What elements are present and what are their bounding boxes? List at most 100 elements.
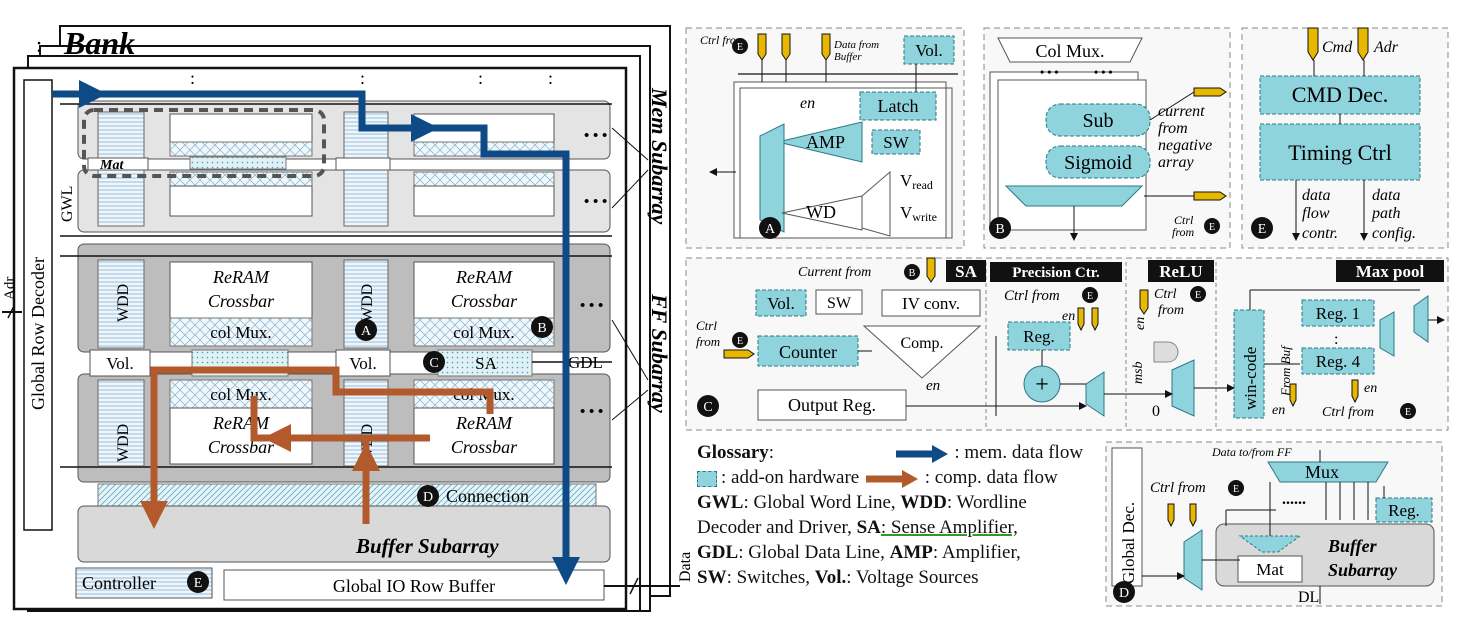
c-ctrl-from-p: Ctrl from — [1004, 288, 1060, 304]
col-vdots-3: : — [478, 68, 483, 88]
glossary: Glossary: : mem. data flow : add-on hard… — [697, 440, 1102, 590]
comp-flow-arrow-icon — [865, 469, 918, 488]
c-relu-en: en — [1133, 317, 1148, 330]
col-vdots-4: : — [548, 68, 553, 88]
c-ctrl: Ctrl — [696, 318, 717, 333]
d-mux: Mux — [1305, 462, 1339, 482]
addon-hardware-swatch — [697, 470, 717, 487]
c-en-p: en — [1062, 309, 1075, 324]
svg-text:E: E — [1405, 407, 1411, 418]
d-buffer: Buffer — [1327, 536, 1378, 556]
c-iv-conv: IV conv. — [902, 294, 960, 313]
svg-text:E: E — [194, 576, 203, 591]
a-data-from-1: Data from — [833, 39, 879, 51]
crossbar-4: Crossbar — [451, 437, 518, 457]
marker-e-c4: E — [1400, 403, 1416, 419]
data-label: Data — [677, 552, 694, 582]
d-dl: DL — [1298, 589, 1319, 606]
marker-c-bank: C — [423, 351, 445, 373]
col-mux-3: col Mux. — [210, 385, 271, 404]
glossary-sw-val: : Switches, — [726, 567, 815, 588]
marker-c: C — [697, 395, 719, 417]
global-io-label: Global IO Row Buffer — [333, 576, 495, 596]
glossary-vol-key: Vol. — [814, 567, 847, 588]
glossary-amp-key: AMP — [889, 542, 933, 563]
b-from: from — [1172, 225, 1195, 239]
glossary-title: Glossary — [697, 442, 769, 463]
b-current-2: from — [1158, 120, 1188, 137]
reram-2: ReRAM — [455, 267, 513, 287]
mem-flow-arrow-icon — [895, 444, 948, 463]
glossary-gwl-key: GWL — [697, 492, 744, 513]
controller-box — [75, 567, 213, 599]
c-vol: Vol. — [767, 294, 795, 313]
c-sa-tag: SA — [955, 262, 977, 281]
c-current-from: Current from — [798, 265, 871, 280]
e-config: config. — [1372, 225, 1416, 242]
a-amp: AMP — [806, 132, 845, 152]
b-current-3: negative — [1158, 137, 1212, 154]
marker-e-d: E — [1228, 480, 1244, 496]
svg-text:E: E — [1087, 291, 1093, 302]
bank-title: Bank — [63, 25, 135, 61]
mem-subarray-label: Mem Subarray — [647, 87, 672, 225]
marker-b: B — [989, 217, 1011, 239]
c-sw: SW — [827, 295, 852, 312]
glossary-sa-key: SA — [856, 517, 881, 538]
svg-text:C: C — [703, 400, 712, 415]
svg-text:D: D — [1119, 586, 1129, 601]
panel-e — [1241, 27, 1449, 249]
ellipsis-mem1: • • • — [584, 128, 607, 144]
adr-label: Adr — [2, 277, 18, 300]
svg-text:E: E — [1233, 484, 1239, 495]
controller-label: Controller — [82, 573, 156, 593]
vol-2: Vol. — [349, 354, 377, 373]
a-wd: WD — [806, 202, 836, 222]
ff-subarray — [60, 243, 612, 483]
a-vol: Vol. — [915, 41, 943, 60]
marker-e-b: E — [1204, 218, 1220, 234]
c-en: en — [926, 378, 940, 394]
e-contr: contr. — [1302, 225, 1338, 242]
glossary-addon: : add-on hardware — [721, 467, 860, 488]
glossary-gwl-val: : Global Word Line, — [743, 492, 901, 513]
gwl-label: GWL — [59, 186, 76, 222]
col-mux-1: col Mux. — [210, 323, 271, 342]
ff-subarray-label: FF Subarray — [647, 293, 672, 413]
glossary-wdd-key: WDD — [900, 492, 947, 513]
d-ctrl-from: Ctrl from — [1150, 480, 1206, 496]
marker-d: D — [1113, 581, 1135, 603]
panel-a — [685, 27, 965, 249]
d-data-ff: Data to/from FF — [1211, 445, 1292, 459]
global-row-decoder-label: Global Row Decoder — [28, 257, 48, 410]
panel-b — [983, 27, 1231, 249]
gdl-label: GDL — [568, 353, 603, 372]
c-from: from — [696, 334, 720, 349]
svg-text:D: D — [423, 490, 433, 505]
svg-text:A: A — [765, 222, 776, 237]
reram-4: ReRAM — [455, 413, 513, 433]
e-cmd-dec: CMD Dec. — [1292, 82, 1389, 107]
c-reg1: Reg. 1 — [1316, 304, 1360, 323]
reram-3: ReRAM — [212, 413, 270, 433]
c-from-buf: From Buf — [1278, 344, 1293, 397]
b-sigmoid: Sigmoid — [1064, 152, 1132, 174]
c-en-mp2: en — [1272, 403, 1285, 418]
svg-text:B: B — [909, 268, 916, 279]
c-counter: Counter — [779, 342, 837, 362]
c-relu-ctrl: Ctrl — [1154, 287, 1177, 302]
marker-a: A — [759, 217, 781, 239]
c-relu-tag: ReLU — [1159, 262, 1202, 281]
mat-label: Mat — [99, 158, 124, 173]
svg-text:E: E — [1258, 222, 1267, 237]
marker-e-a: E — [732, 38, 748, 54]
b-current-1: current — [1158, 103, 1205, 120]
c-reg4: Reg. 4 — [1316, 352, 1361, 371]
mem-data-flow — [52, 90, 580, 585]
buffer-subarray — [77, 505, 611, 563]
sa-label: SA — [475, 354, 497, 373]
col-mux-2: col Mux. — [453, 323, 514, 342]
b-col-mux: Col Mux. — [1035, 41, 1104, 61]
d-mat: Mat — [1256, 560, 1284, 579]
